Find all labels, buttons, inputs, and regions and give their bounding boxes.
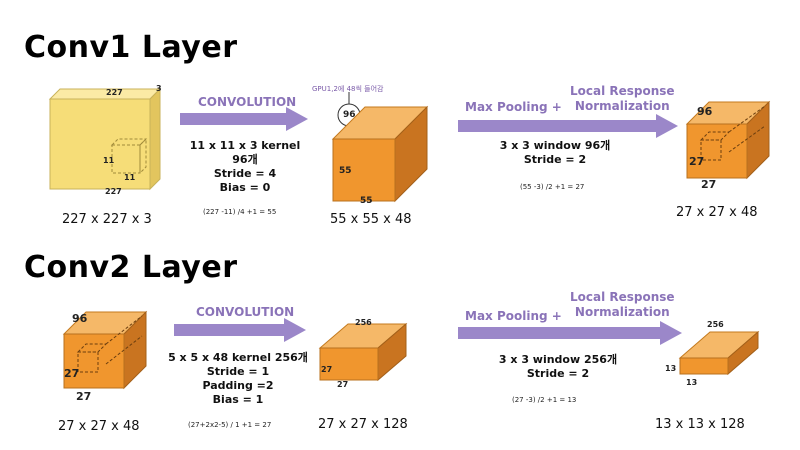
conv2-lrn-label: Local Response Normalization (570, 290, 675, 320)
conv2-block2-top-label: 256 (707, 320, 724, 329)
conv1-kernel-w-label: 11 (124, 173, 136, 182)
conv1-block1-bottom-label: 55 (360, 196, 373, 206)
conv2-input-bottom-label: 27 (76, 390, 92, 403)
conv1-input-top-label: 227 (106, 88, 123, 97)
conv2-pool-arrow (458, 321, 684, 345)
conv2-input-caption: 27 x 27 x 48 (58, 419, 140, 434)
conv1-block2-volume (685, 100, 771, 180)
conv2-convolution-label: CONVOLUTION (196, 305, 295, 319)
conv2-conv-formula: (27+2x2-5) / 1 +1 = 27 (188, 421, 272, 429)
conv1-pool-stride-text: Stride = 2 (523, 153, 587, 166)
conv1-conv-formula: (227 -11) /4 +1 = 55 (203, 208, 277, 216)
conv2-title: Conv2 Layer (24, 250, 238, 285)
conv2-block1-caption: 27 x 27 x 128 (318, 417, 408, 432)
conv1-gpu-note: GPU1,2에 48씩 들어감 (312, 85, 384, 93)
conv2-block2-bottom-label: 13 (686, 378, 698, 387)
conv2-block1-bottom-label: 27 (337, 380, 349, 389)
conv1-pool-formula: (55 -3) /2 +1 = 27 (520, 183, 585, 191)
conv1-bias-text: Bias = 0 (219, 181, 271, 194)
conv1-pool-arrow (458, 114, 680, 138)
conv1-pool-label: Max Pooling + (465, 100, 562, 114)
conv1-block2-top-label: 96 (697, 105, 713, 118)
conv1-input-caption: 227 x 227 x 3 (62, 212, 152, 227)
conv2-kernel-text: 5 x 5 x 48 kernel 256개 (168, 351, 308, 364)
conv1-lrn-label: Local Response Normalization (570, 84, 675, 114)
conv2-block1-side-label: 27 (321, 365, 333, 374)
conv1-input-depth-label: 3 (156, 84, 162, 93)
conv1-lrn-line2: Normalization (574, 99, 670, 113)
conv2-padding-text: Padding =2 (202, 379, 274, 392)
conv2-pool-params: 3 x 3 window 256개 Stride = 2 (468, 353, 648, 381)
conv1-kernel-text: 11 x 11 x 3 kernel (189, 139, 301, 152)
conv2-lrn-line1: Local Response (570, 290, 675, 304)
conv1-title: Conv1 Layer (24, 30, 238, 65)
conv1-input-bottom-label: 227 (105, 187, 122, 196)
conv1-block1-volume (331, 105, 429, 203)
conv1-pool-params: 3 x 3 window 96개 Stride = 2 (470, 139, 640, 167)
conv2-pool-window-text: 3 x 3 window 256개 (498, 353, 618, 366)
conv1-block2-side-label: 27 (689, 155, 705, 168)
conv1-conv-params: 11 x 11 x 3 kernel 96개 Stride = 4 Bias =… (180, 139, 310, 195)
conv2-pool-formula: (27 -3) /2 +1 = 13 (512, 396, 577, 404)
conv2-input-volume (62, 310, 148, 390)
conv1-convolution-arrow (180, 107, 310, 131)
conv1-block2-caption: 27 x 27 x 48 (676, 205, 758, 220)
conv1-stride-text: Stride = 4 (213, 167, 277, 180)
conv2-input-top-label: 96 (72, 312, 88, 325)
conv1-block1-caption: 55 x 55 x 48 (330, 212, 412, 227)
conv2-pool-label: Max Pooling + (465, 309, 562, 323)
conv1-count-text: 96개 (232, 153, 258, 166)
conv1-lrn-line1: Local Response (570, 84, 675, 98)
conv2-lrn-line2: Normalization (574, 305, 670, 319)
conv2-input-side-label: 27 (64, 367, 80, 380)
conv1-input-volume (48, 87, 162, 191)
conv2-block2-volume (678, 330, 760, 376)
conv2-block2-caption: 13 x 13 x 128 (655, 417, 745, 432)
conv1-block2-bottom-label: 27 (701, 178, 717, 191)
conv2-block1-volume (318, 322, 408, 382)
conv1-block1-side-label: 55 (339, 166, 352, 176)
conv2-block1-top-label: 256 (355, 318, 372, 327)
conv1-kernel-h-label: 11 (103, 156, 115, 165)
conv2-block2-side-label: 13 (665, 364, 677, 373)
conv2-convolution-arrow (174, 318, 308, 342)
conv2-bias-text: Bias = 1 (212, 393, 264, 406)
conv2-pool-stride-text: Stride = 2 (526, 367, 590, 380)
conv2-conv-params: 5 x 5 x 48 kernel 256개 Stride = 1 Paddin… (164, 351, 312, 407)
conv1-gpu-circle-label: 96 (343, 110, 356, 120)
conv2-stride-text: Stride = 1 (206, 365, 270, 378)
conv1-convolution-label: CONVOLUTION (198, 95, 297, 109)
conv1-pool-window-text: 3 x 3 window 96개 (499, 139, 611, 152)
